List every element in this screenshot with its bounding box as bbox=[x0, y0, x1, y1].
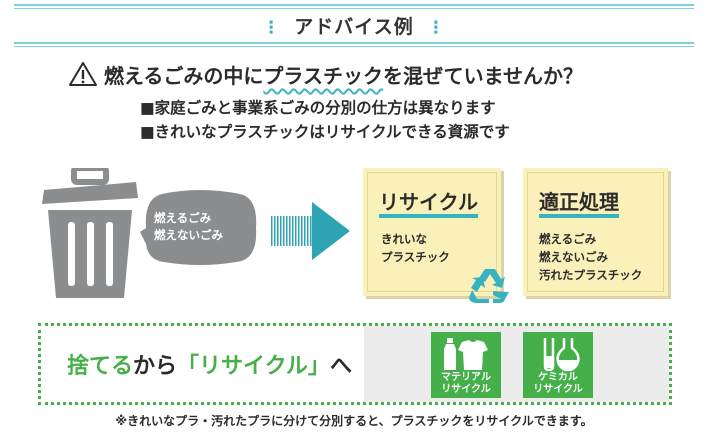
question-highlight: プラスチック bbox=[263, 64, 384, 88]
bottle-shirt-icon bbox=[444, 338, 488, 370]
bubble-text: 燃えるごみ 燃えないごみ bbox=[154, 210, 254, 244]
header-rule-bottom-1 bbox=[14, 42, 694, 44]
card-recycle-item: きれいな bbox=[381, 232, 427, 246]
header-rule-top-2 bbox=[14, 8, 694, 9]
warning-icon bbox=[68, 61, 98, 92]
bubble-line-1: 燃えるごみ bbox=[154, 211, 212, 225]
question-suffix: を混ぜていませんか？ bbox=[383, 64, 584, 88]
note-1: ■家庭ごみと事業系ごみの分別の仕方は異なります bbox=[140, 99, 496, 117]
card-recycle-item: プラスチック bbox=[381, 250, 450, 264]
banner-slogan-end: へ bbox=[329, 354, 352, 379]
note-2: ■きれいなプラスチックはリサイクルできる資源です bbox=[140, 123, 510, 141]
card-recycle-items: きれいな プラスチック bbox=[381, 230, 450, 266]
decoration-right: ⋮ bbox=[427, 18, 446, 38]
tile-chemical-label-2: リサイクル bbox=[533, 384, 583, 395]
tile-material-recycle: マテリアル リサイクル bbox=[431, 332, 501, 398]
footnote: ※きれいなプラ・汚れたプラに分けて分別すると、プラスチックをリサイクルできます。 bbox=[115, 414, 593, 428]
tile-material-label-2: リサイクル bbox=[441, 384, 491, 395]
card-recycle: リサイクル きれいな プラスチック bbox=[363, 168, 501, 296]
recycle-icon bbox=[468, 266, 512, 310]
flask-icon bbox=[543, 338, 580, 372]
question-prefix: 燃えるごみの中に bbox=[104, 64, 264, 88]
tile-chemical-recycle: ケミカル リサイクル bbox=[523, 332, 593, 398]
card-disposal-item: 燃えないごみ bbox=[539, 250, 608, 264]
card-disposal-item: 燃えるごみ bbox=[539, 232, 597, 246]
header-rule-top-1 bbox=[14, 4, 694, 6]
card-disposal-title: 適正処理 bbox=[539, 190, 619, 218]
question-heading: 燃えるごみの中にプラスチックを混ぜていませんか？ bbox=[68, 60, 668, 92]
decoration-left: ⋮ bbox=[262, 18, 281, 38]
card-disposal-item: 汚れたプラスチック bbox=[539, 268, 643, 282]
card-disposal: 適正処理 燃えるごみ 燃えないごみ 汚れたプラスチック bbox=[523, 168, 668, 296]
header-rule-bottom-2 bbox=[14, 46, 694, 47]
arrow-right-icon bbox=[268, 200, 352, 266]
section-title: ⋮ アドバイス例 ⋮ bbox=[0, 12, 708, 39]
tile-chemical-label-1: ケミカル bbox=[538, 372, 578, 383]
bubble-line-2: 燃えないごみ bbox=[154, 228, 223, 242]
trash-bin-icon bbox=[40, 165, 140, 304]
speech-bubble bbox=[140, 188, 260, 268]
banner-slogan-middle: から bbox=[133, 354, 178, 379]
tile-material-label-1: マテリアル bbox=[441, 372, 491, 383]
banner-tile-area: マテリアル リサイクル ケミカル リサイクル bbox=[364, 326, 669, 402]
banner-slogan-green: 捨てる bbox=[67, 354, 134, 379]
section-title-text: アドバイス例 bbox=[294, 16, 414, 38]
banner-slogan-bracket: 「リサイクル」 bbox=[177, 354, 330, 379]
recycle-banner: マテリアル リサイクル ケミカル リサイクル 捨てるから「リサイクル」へ bbox=[38, 323, 672, 405]
card-recycle-title: リサイクル bbox=[379, 190, 478, 218]
banner-slogan: 捨てるから「リサイクル」へ bbox=[67, 348, 352, 380]
card-disposal-items: 燃えるごみ 燃えないごみ 汚れたプラスチック bbox=[539, 230, 642, 284]
